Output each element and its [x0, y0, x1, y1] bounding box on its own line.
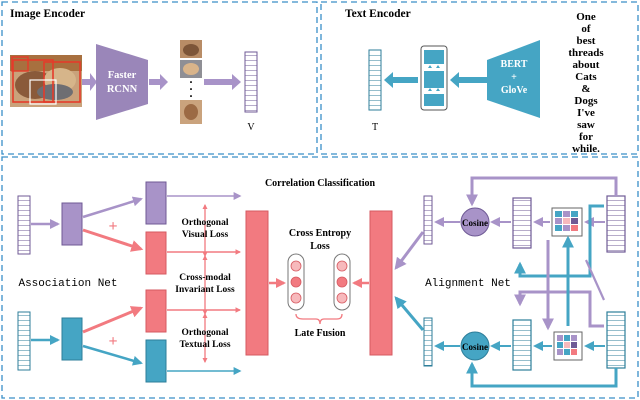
assoc-text-input [17, 311, 31, 371]
input-word: of [581, 23, 591, 35]
visual-to-text-attn-route [514, 204, 604, 278]
cosine-visual-label: Cosine [462, 218, 488, 228]
text-encoder-title: Text Encoder [345, 8, 411, 20]
visual-feature-vector-v [244, 51, 258, 113]
cosine-text-to-bar-arrow [394, 296, 425, 331]
image-encoder-title: Image Encoder [10, 8, 85, 20]
late-fusion-label: Late Fusion [295, 328, 346, 339]
private-visual-block [145, 181, 167, 225]
attended-visual-vector [512, 197, 532, 249]
cosine-text-node [460, 331, 490, 361]
input-photo [10, 55, 82, 107]
input-word: about [573, 59, 600, 71]
input-word: for [579, 131, 593, 143]
bert-glove-block [487, 40, 540, 118]
orth-textual-label-1: Orthogonal [182, 328, 229, 338]
image-to-rcnn-arrow [82, 73, 97, 91]
input-word: & [581, 83, 590, 95]
input-word: One [576, 11, 596, 23]
late-fusion-brace [295, 313, 343, 325]
private-text-block [145, 339, 167, 383]
crops-to-v-arrow [204, 74, 241, 90]
align-visual-input [606, 195, 626, 253]
input-word: threads [568, 47, 604, 59]
assoc-fan-arrow [82, 306, 144, 334]
crops-dots-1: · [189, 75, 193, 89]
rcnn-to-crops-arrow [149, 74, 168, 90]
attended-text-vector [512, 319, 532, 371]
t-label: T [372, 122, 378, 133]
shared-visual-block [145, 231, 167, 275]
cross-modal-label-2: Invariant Loss [175, 285, 235, 295]
plus-sign-bottom: + [108, 333, 117, 350]
cross-diagonal [584, 259, 606, 301]
cosine-text-vector [423, 317, 433, 367]
text-encoder-panel [320, 1, 639, 155]
visual-loop-top [466, 176, 618, 207]
sequence-encoder-block [420, 45, 448, 111]
assoc-fan-arrow [82, 344, 143, 366]
assoc-fan-arrow [82, 228, 144, 252]
crops-dots-3: · [189, 89, 193, 103]
orth-visual-label-1: Orthogonal [182, 218, 229, 228]
input-text: One of best threads about Cats & Dogs I'… [568, 11, 604, 155]
input-word: while. [572, 143, 600, 155]
cosine-visual-vector [423, 195, 433, 245]
lstm-to-t-arrow [384, 72, 418, 88]
faster-rcnn-label-2: RCNN [107, 84, 138, 95]
image-encoder-panel [1, 1, 318, 155]
alignment-net-label: Alignment Net [425, 278, 511, 290]
input-word: best [577, 35, 596, 47]
input-word: Dogs [574, 95, 598, 107]
text-loop-bottom [466, 361, 618, 388]
correlation-panel [1, 156, 639, 399]
region-crops [180, 40, 202, 124]
cosine-text-label: Cosine [462, 342, 488, 352]
glove-label: GloVe [501, 85, 528, 96]
orth-visual-label-2: Visual Loss [182, 230, 229, 240]
assoc-visual-proj [61, 202, 83, 246]
cross-modal-label-1: Cross-modal [179, 273, 231, 283]
shared-text-block [145, 289, 167, 333]
v-label: V [247, 122, 255, 133]
orth-textual-label-2: Textual Loss [179, 340, 230, 350]
input-word: Cats [575, 71, 597, 83]
alignment-output-bar [369, 210, 393, 356]
attention-matrix-text [553, 331, 583, 361]
bert-label: BERT [501, 59, 528, 70]
input-word: saw [577, 119, 595, 131]
faster-rcnn-block [96, 44, 148, 120]
assoc-fan-arrow [82, 196, 143, 219]
crops-dots-2: · [189, 82, 193, 96]
assoc-visual-input [17, 195, 31, 255]
attention-matrix-visual [551, 207, 583, 237]
faster-rcnn-label-1: Faster [108, 70, 137, 81]
cosine-visual-to-bar-arrow [394, 231, 425, 270]
cross-entropy-label-2: Loss [310, 241, 330, 252]
input-word: I've [577, 107, 595, 119]
classifier-head-right [333, 253, 351, 311]
correlation-title: Correlation Classification [265, 178, 376, 189]
assoc-text-proj [61, 317, 83, 361]
text-to-visual-attn-route [514, 290, 604, 328]
classifier-head-left [287, 253, 305, 311]
association-net-label: Association Net [18, 278, 117, 290]
cosine-visual-node [460, 207, 490, 237]
plus-sign-top: + [108, 218, 117, 235]
textual-feature-vector-t [368, 49, 382, 111]
bert-to-lstm-arrow [450, 72, 487, 88]
plus-label: + [511, 72, 517, 83]
association-output-bar [245, 210, 269, 356]
align-text-input [606, 311, 626, 369]
cross-entropy-label-1: Cross Entropy [289, 228, 351, 239]
